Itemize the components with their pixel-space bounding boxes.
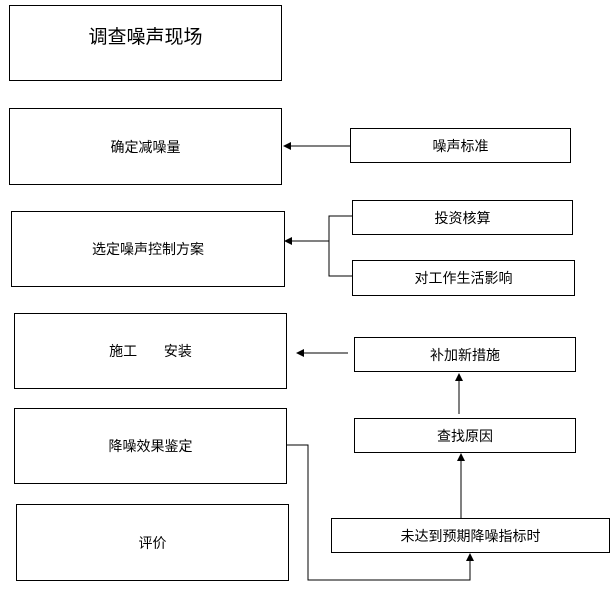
step-assess-label: 降噪效果鉴定 bbox=[108, 439, 193, 455]
step-evaluate-label: 评价 bbox=[138, 535, 167, 552]
step-construct-label: 施工 安装 bbox=[109, 344, 192, 360]
step-survey-label: 调查噪声现场 bbox=[88, 26, 203, 48]
step-select-label: 选定噪声控制方案 bbox=[92, 242, 204, 258]
feedback-not-reached-box: 未达到预期降噪指标时 bbox=[331, 518, 610, 553]
step-determine-label: 确定减噪量 bbox=[110, 139, 181, 156]
bracket-investment-impact bbox=[328, 215, 352, 277]
feedback-find-cause-label: 查找原因 bbox=[437, 428, 493, 445]
input-impact-box: 对工作生活影响 bbox=[352, 260, 575, 296]
feedback-find-cause-box: 查找原因 bbox=[354, 418, 576, 453]
feedback-supplement-box: 补加新措施 bbox=[354, 337, 576, 372]
feedback-supplement-label: 补加新措施 bbox=[430, 347, 500, 364]
input-noise-standard-label: 噪声标准 bbox=[432, 138, 489, 155]
step-construct-box: 施工 安装 bbox=[14, 313, 287, 389]
input-investment-label: 投资核算 bbox=[434, 210, 491, 227]
step-assess-box: 降噪效果鉴定 bbox=[14, 408, 287, 484]
step-determine-box: 确定减噪量 bbox=[9, 108, 282, 185]
step-survey-box: 调查噪声现场 bbox=[9, 5, 282, 81]
arrow-assess-to-notreached bbox=[287, 444, 474, 581]
step-select-box: 选定噪声控制方案 bbox=[11, 211, 285, 287]
step-evaluate-box: 评价 bbox=[16, 504, 289, 581]
input-investment-box: 投资核算 bbox=[352, 200, 573, 235]
input-noise-standard-box: 噪声标准 bbox=[350, 128, 571, 163]
feedback-not-reached-label: 未达到预期降噪指标时 bbox=[400, 528, 541, 545]
input-impact-label: 对工作生活影响 bbox=[414, 271, 513, 287]
